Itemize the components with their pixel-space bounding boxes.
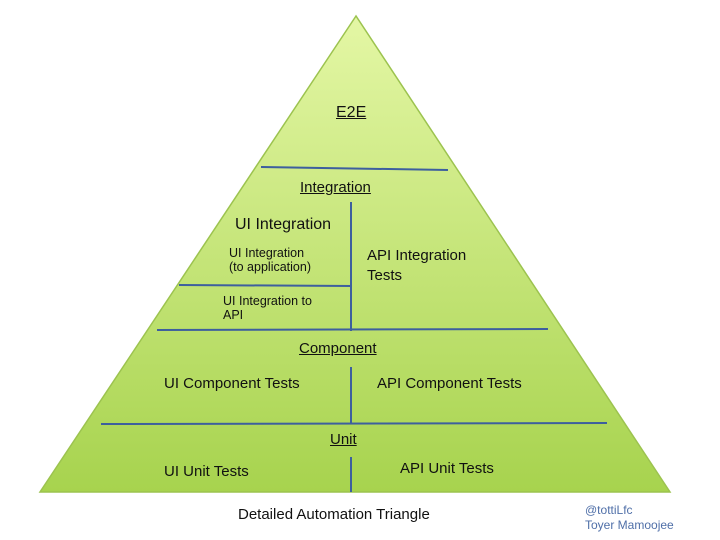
divider-component-unit (100, 421, 608, 426)
ui-integration-to-application-label: UI Integration (to application) (229, 246, 311, 275)
divider-e2e-integration (260, 165, 449, 172)
integration-title: Integration (300, 179, 371, 196)
api-component-label: API Component Tests (377, 375, 522, 392)
ui-integration-to-api-label: UI Integration to API (223, 294, 312, 323)
pyramid-triangle (38, 14, 672, 493)
api-integration-label: API Integration Tests (367, 247, 467, 285)
divider-ui-integration-split (178, 283, 353, 288)
caption: Detailed Automation Triangle (238, 506, 430, 523)
api-unit-label: API Unit Tests (400, 460, 494, 477)
ui-unit-label: UI Unit Tests (164, 463, 249, 480)
unit-title: Unit (330, 431, 357, 448)
ui-integration-label: UI Integration (235, 216, 332, 233)
ui-component-label: UI Component Tests (164, 375, 300, 392)
component-title: Component (299, 340, 377, 357)
divider-integration-component (156, 327, 549, 332)
e2e-label: E2E (336, 104, 367, 121)
author-handle: @tottiLfc (585, 503, 633, 517)
author-credit: @tottiLfc Toyer Mamoojee (585, 503, 674, 533)
author-name: Toyer Mamoojee (585, 518, 674, 532)
